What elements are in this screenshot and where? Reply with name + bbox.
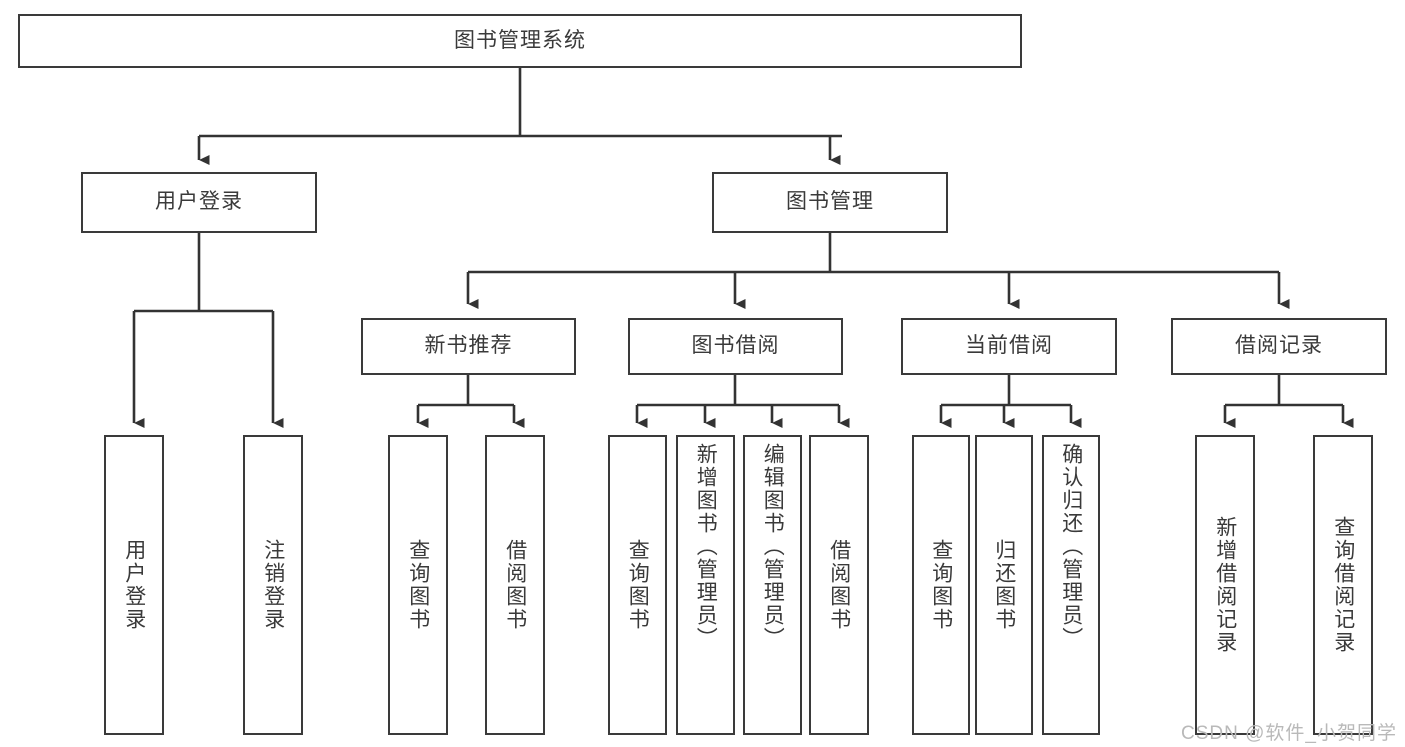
leaf-query-book-current[interactable]: 查询图书 — [912, 435, 970, 735]
leaf-confirm-return-admin[interactable]: 确认归还（管理员） — [1042, 435, 1100, 735]
leaf-query-book-current-label: 查询图书 — [929, 539, 953, 631]
leaf-query-book-recommend-label: 查询图书 — [406, 539, 430, 631]
node-borrow-record-label: 借阅记录 — [1235, 334, 1323, 358]
node-book-management-label: 图书管理 — [786, 190, 874, 214]
leaf-user-login-label: 用户登录 — [122, 539, 146, 631]
leaf-borrow-book-borrow-label: 借阅图书 — [827, 539, 851, 631]
leaf-logout[interactable]: 注销登录 — [243, 435, 303, 735]
leaf-add-borrow-record-label: 新增借阅记录 — [1213, 516, 1237, 654]
node-book-borrow-label: 图书借阅 — [691, 334, 780, 358]
leaf-user-login[interactable]: 用户登录 — [104, 435, 164, 735]
leaf-query-borrow-record-label: 查询借阅记录 — [1331, 516, 1355, 654]
leaf-edit-book-admin-label: 编辑图书（管理员） — [761, 443, 785, 650]
leaf-return-book-label: 归还图书 — [992, 539, 1016, 631]
node-book-borrow[interactable]: 图书借阅 — [628, 318, 843, 375]
leaf-edit-book-admin[interactable]: 编辑图书（管理员） — [743, 435, 802, 735]
node-book-management[interactable]: 图书管理 — [712, 172, 948, 233]
leaf-query-book-borrow-label: 查询图书 — [626, 539, 650, 631]
leaf-confirm-return-admin-label: 确认归还（管理员） — [1059, 443, 1083, 650]
node-new-book-recommend-label: 新书推荐 — [424, 334, 513, 358]
node-user-login-label: 用户登录 — [155, 190, 243, 214]
node-current-borrow-label: 当前借阅 — [965, 334, 1053, 358]
node-user-login[interactable]: 用户登录 — [81, 172, 317, 233]
leaf-borrow-book-recommend-label: 借阅图书 — [503, 539, 527, 631]
node-borrow-record[interactable]: 借阅记录 — [1171, 318, 1387, 375]
node-new-book-recommend[interactable]: 新书推荐 — [361, 318, 576, 375]
leaf-add-book-admin-label: 新增图书（管理员） — [694, 443, 718, 650]
leaf-query-borrow-record[interactable]: 查询借阅记录 — [1313, 435, 1373, 735]
leaf-query-book-recommend[interactable]: 查询图书 — [388, 435, 448, 735]
leaf-logout-label: 注销登录 — [261, 539, 285, 631]
node-root-label: 图书管理系统 — [454, 28, 586, 52]
leaf-add-book-admin[interactable]: 新增图书（管理员） — [676, 435, 735, 735]
leaf-borrow-book-recommend[interactable]: 借阅图书 — [485, 435, 545, 735]
leaf-return-book[interactable]: 归还图书 — [975, 435, 1033, 735]
node-current-borrow[interactable]: 当前借阅 — [901, 318, 1117, 375]
node-root[interactable]: 图书管理系统 — [18, 14, 1022, 68]
leaf-add-borrow-record[interactable]: 新增借阅记录 — [1195, 435, 1255, 735]
leaf-borrow-book-borrow[interactable]: 借阅图书 — [809, 435, 869, 735]
leaf-query-book-borrow[interactable]: 查询图书 — [608, 435, 667, 735]
